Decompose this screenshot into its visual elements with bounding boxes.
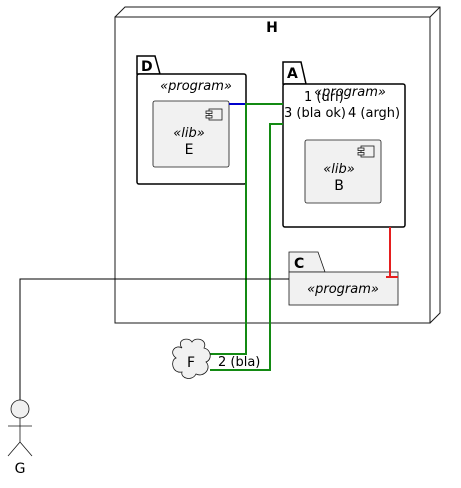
package-d-title: D <box>141 59 153 75</box>
node-h-title: H <box>266 20 278 36</box>
cloud-f-name: F <box>187 355 195 371</box>
actor-g: G <box>7 399 33 477</box>
component-e: «lib» E <box>152 100 230 168</box>
edge-label-2: 2 (bla) <box>218 355 260 370</box>
component-b-stereotype: «lib» <box>323 162 355 177</box>
component-icon <box>357 145 375 158</box>
component-b: «lib» B <box>304 139 382 204</box>
edge-a-c-red <box>386 227 398 278</box>
edge-g-c-black <box>19 278 289 400</box>
package-a-title: A <box>287 66 298 82</box>
package-a-stereotype: «program» <box>314 85 386 100</box>
package-c-stereotype: «program» <box>307 282 379 297</box>
edge-f-a-green-1 <box>210 103 283 355</box>
actor-g-name: G <box>15 461 26 477</box>
edge-label-1: 1 (uri) <box>304 90 344 105</box>
component-b-name: B <box>334 178 344 194</box>
package-c-title: C <box>294 256 304 272</box>
edge-label-4: 4 (argh) <box>348 106 400 121</box>
component-e-name: E <box>185 142 194 158</box>
component-icon <box>205 108 223 121</box>
component-e-stereotype: «lib» <box>173 126 205 141</box>
package-c: C «program» <box>288 251 399 306</box>
package-d-stereotype: «program» <box>160 79 232 94</box>
edge-label-3: 3 (bla ok) <box>284 106 346 121</box>
cloud-f: F <box>172 338 211 379</box>
edge-f-a-green-2 <box>210 123 283 371</box>
